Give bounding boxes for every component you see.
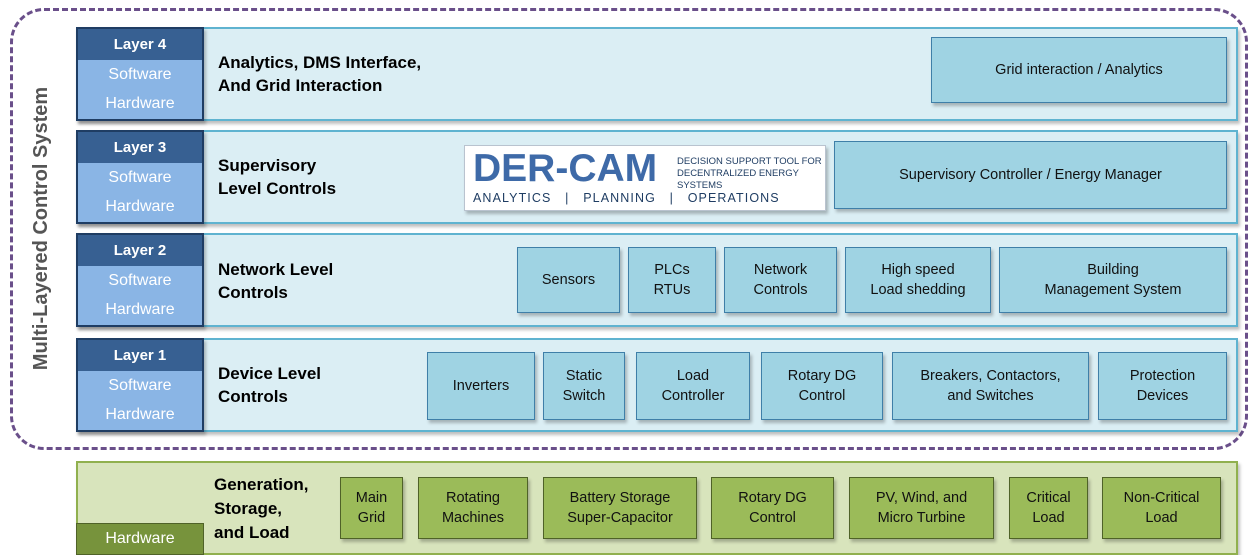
system-title: Multi-Layered Control System — [30, 86, 53, 370]
dercam-tagline: DECISION SUPPORT TOOL FOR DECENTRALIZED … — [677, 156, 822, 191]
layer-1-badge: Layer 1 Software Hardware — [76, 338, 204, 432]
software-label: Software — [108, 168, 172, 186]
control-system-frame — [10, 8, 1248, 450]
hardware-label: Hardware — [105, 405, 175, 423]
layer-3-title: Supervisory Level Controls — [218, 156, 337, 198]
generation-title: Generation, Storage, and Load — [214, 475, 309, 542]
generation-hardware-badge: Hardware — [76, 523, 204, 555]
gen-pv-wind-turbine: PV, Wind, and Micro Turbine — [849, 477, 994, 539]
gen-critical-load: Critical Load — [1009, 477, 1088, 539]
gen-rotary-dg-control: Rotary DG Control — [711, 477, 834, 539]
component-breakers: Breakers, Contactors, and Switches — [892, 352, 1089, 420]
component-network-controls: Network Controls — [724, 247, 837, 313]
layer-4-title: Analytics, DMS Interface, And Grid Inter… — [218, 53, 422, 95]
layer-label: Layer 2 — [78, 235, 202, 266]
component-supervisory-controller: Supervisory Controller / Energy Manager — [834, 141, 1227, 209]
component-static-switch: Static Switch — [543, 352, 625, 420]
system-title-container: Multi-Layered Control System — [2, 8, 82, 448]
component-load-shedding: High speed Load shedding — [845, 247, 991, 313]
gen-rotating-machines: Rotating Machines — [418, 477, 528, 539]
layer-4-badge: Layer 4 Software Hardware — [76, 27, 204, 121]
hardware-label: Hardware — [105, 197, 175, 215]
component-sensors: Sensors — [517, 247, 620, 313]
component-protection-devices: Protection Devices — [1098, 352, 1227, 420]
hardware-label: Hardware — [105, 94, 175, 112]
hardware-label: Hardware — [105, 300, 175, 318]
layer-3-badge: Layer 3 Software Hardware — [76, 130, 204, 224]
component-load-controller: Load Controller — [636, 352, 750, 420]
layer-2-badge: Layer 2 Software Hardware — [76, 233, 204, 327]
gen-main-grid: Main Grid — [340, 477, 403, 539]
component-plcs-rtus: PLCs RTUs — [628, 247, 716, 313]
gen-non-critical-load: Non-Critical Load — [1102, 477, 1221, 539]
dercam-logo: DER-CAM DECISION SUPPORT TOOL FOR DECENT… — [464, 145, 826, 211]
software-label: Software — [108, 271, 172, 289]
software-label: Software — [108, 65, 172, 83]
component-rotary-dg-control: Rotary DG Control — [761, 352, 883, 420]
dercam-subtitle: ANALYTICS | PLANNING | OPERATIONS — [473, 191, 780, 205]
component-building-management: Building Management System — [999, 247, 1227, 313]
layer-label: Layer 3 — [78, 132, 202, 163]
component-inverters: Inverters — [427, 352, 535, 420]
dercam-name: DER-CAM — [473, 147, 658, 190]
layer-label: Layer 1 — [78, 340, 202, 371]
component-grid-interaction: Grid interaction / Analytics — [931, 37, 1227, 103]
layer-1-title: Device Level Controls — [218, 364, 322, 406]
layer-2-title: Network Level Controls — [218, 260, 334, 302]
gen-battery-storage: Battery Storage Super-Capacitor — [543, 477, 697, 539]
software-label: Software — [108, 376, 172, 394]
layer-label: Layer 4 — [78, 29, 202, 60]
